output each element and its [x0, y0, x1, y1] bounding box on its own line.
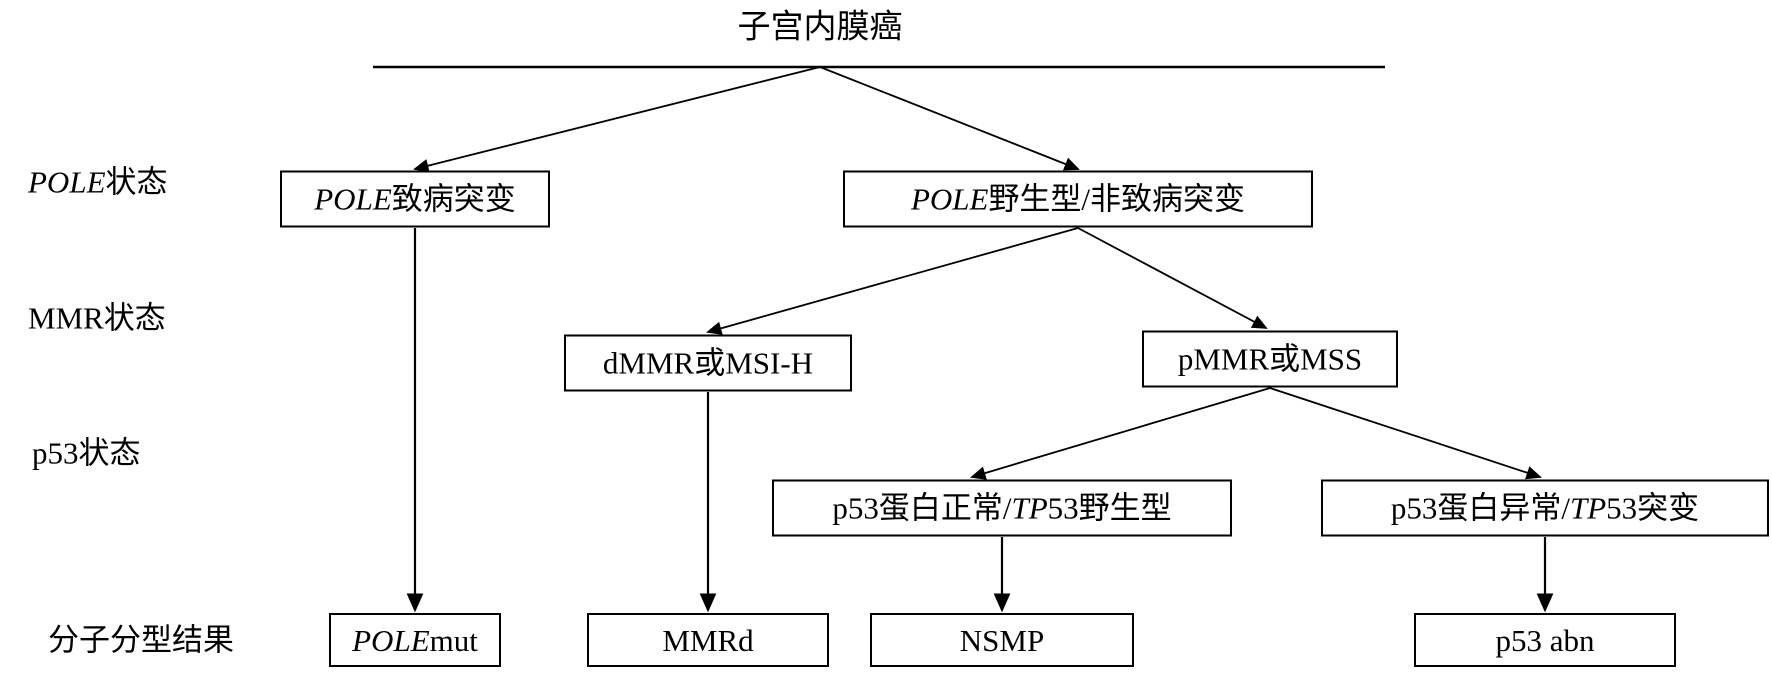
p53-normal-node-prefix: p53蛋白正常/ — [832, 490, 1012, 526]
row-mmr-label-text: MMR状态 — [28, 300, 166, 336]
result-polemut-node-text: mut — [429, 622, 478, 658]
result-polemut-node[interactable]: POLE mut — [329, 613, 501, 667]
dmmr-node[interactable]: dMMR或MSI-H — [564, 334, 852, 392]
p53-normal-node-gene: TP — [1011, 490, 1048, 526]
conn-pmmr-to-p53abn — [1269, 387, 1542, 480]
row-mmr-label: MMR状态 — [28, 303, 166, 334]
result-mmrd-node[interactable]: MMRd — [587, 613, 829, 667]
pole-wt-node-gene: POLE — [910, 181, 989, 217]
conn-root-to-polewt — [819, 66, 1080, 171]
row-result-label-text: 分子分型结果 — [48, 622, 234, 658]
row-pole-label: POLE状态 — [28, 167, 168, 198]
p53-normal-node-suffix: 53野生型 — [1047, 490, 1172, 526]
result-polemut-node-gene: POLE — [352, 622, 430, 658]
p53-abn-node-prefix: p53蛋白异常/ — [1390, 490, 1570, 526]
result-p53abn-node-text: p53 abn — [1495, 622, 1595, 658]
row-p53-label: p53状态 — [32, 438, 141, 469]
result-nsmp-node[interactable]: NSMP — [870, 613, 1134, 667]
conn-root-to-polemut — [413, 66, 821, 173]
pole-wt-node-text: 野生型/非致病突变 — [988, 181, 1246, 217]
row-pole-label-gene: POLE — [28, 164, 106, 200]
result-nsmp-node-text: NSMP — [959, 622, 1045, 658]
pole-mut-node-text: 致病突变 — [391, 181, 516, 217]
dmmr-node-text: dMMR或MSI-H — [602, 345, 814, 381]
result-mmrd-node-text: MMRd — [662, 622, 754, 658]
pmmr-node[interactable]: pMMR或MSS — [1142, 330, 1398, 388]
conn-pmmr-to-p53norm — [970, 387, 1271, 480]
p53-abn-node-suffix: 53突变 — [1606, 490, 1700, 526]
p53-abn-node-gene: TP — [1569, 490, 1607, 526]
page-title: 子宫内膜癌 — [737, 9, 903, 46]
conn-polewt-to-pmmr — [1077, 227, 1268, 329]
row-p53-label-text: p53状态 — [32, 435, 141, 471]
row-pole-label-text: 状态 — [105, 164, 168, 200]
conn-polewt-to-dmmr — [706, 227, 1079, 335]
row-result-label: 分子分型结果 — [48, 625, 234, 656]
pmmr-node-text: pMMR或MSS — [1177, 341, 1363, 377]
result-p53abn-node[interactable]: p53 abn — [1414, 613, 1676, 667]
connector-group — [373, 65, 1554, 613]
pole-mut-node-gene: POLE — [314, 181, 392, 217]
